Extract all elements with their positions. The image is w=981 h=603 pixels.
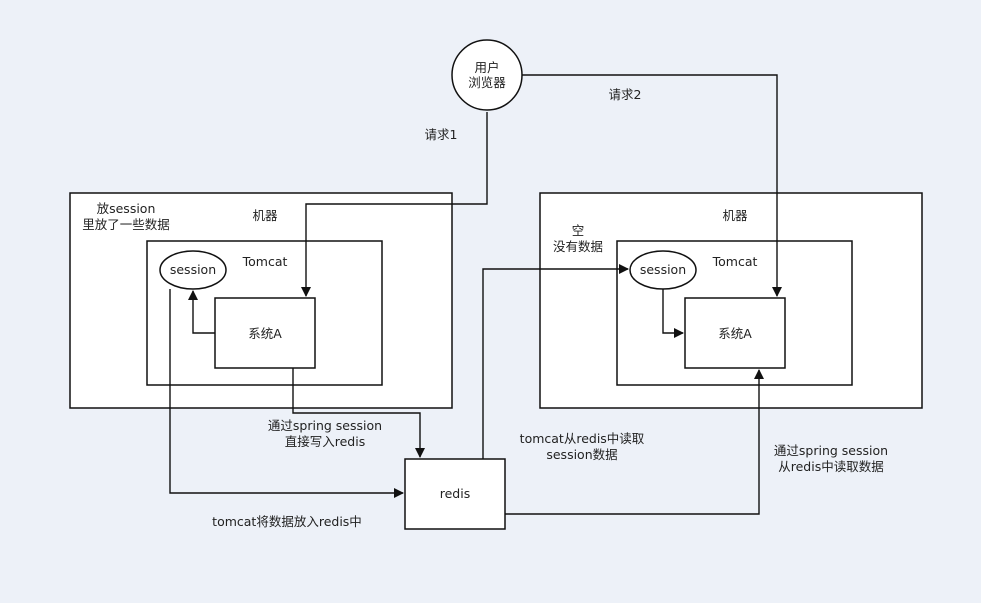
- session-left-label: session: [170, 262, 216, 277]
- machine-left-label: 机器: [252, 208, 278, 223]
- edge-tomcat-put: [169, 289, 404, 498]
- edge-label-tomcat-put: tomcat将数据放入redis中: [212, 514, 362, 529]
- tomcat-left-label: Tomcat: [242, 254, 288, 269]
- text-line: session数据: [546, 447, 617, 462]
- text-line: 浏览器: [468, 75, 506, 90]
- browser-label: 用户浏览器: [468, 60, 506, 90]
- text-line: 空: [572, 223, 585, 238]
- text-line: 通过spring session: [268, 418, 382, 433]
- text-line: 用户: [474, 60, 499, 75]
- edge-system-to-session: [188, 290, 215, 334]
- edge-tomcat-read: [482, 264, 629, 459]
- edge-session-to-system: [662, 289, 684, 338]
- text-line: 直接写入redis: [285, 434, 365, 449]
- session-left-node: [159, 250, 227, 290]
- system-right-label: 系统A: [718, 326, 752, 341]
- text-line: 没有数据: [553, 239, 603, 254]
- text-line: 放session: [97, 201, 156, 216]
- text-line: 从redis中读取数据: [778, 459, 883, 474]
- session-right-label: session: [640, 262, 686, 277]
- tomcat-right-label: Tomcat: [712, 254, 758, 269]
- edge-spring-read: [505, 369, 764, 515]
- edge-request1: [301, 112, 488, 297]
- edge-label-request1: 请求1: [425, 127, 458, 142]
- right-machine-note: 空没有数据: [553, 223, 603, 254]
- system-left-label: 系统A: [248, 326, 282, 341]
- machine-right-label: 机器: [722, 208, 748, 223]
- system-right-box: [684, 297, 786, 369]
- text-line: 通过spring session: [774, 443, 888, 458]
- system-left-box: [214, 297, 316, 369]
- edge-request2: [522, 74, 782, 297]
- edge-label-request2: 请求2: [609, 87, 642, 102]
- edge-spring-write: [292, 368, 425, 458]
- redis-label: redis: [440, 486, 470, 501]
- text-line: tomcat从redis中读取: [520, 431, 645, 446]
- redis-box: [404, 458, 506, 530]
- text-line: 里放了一些数据: [82, 217, 170, 232]
